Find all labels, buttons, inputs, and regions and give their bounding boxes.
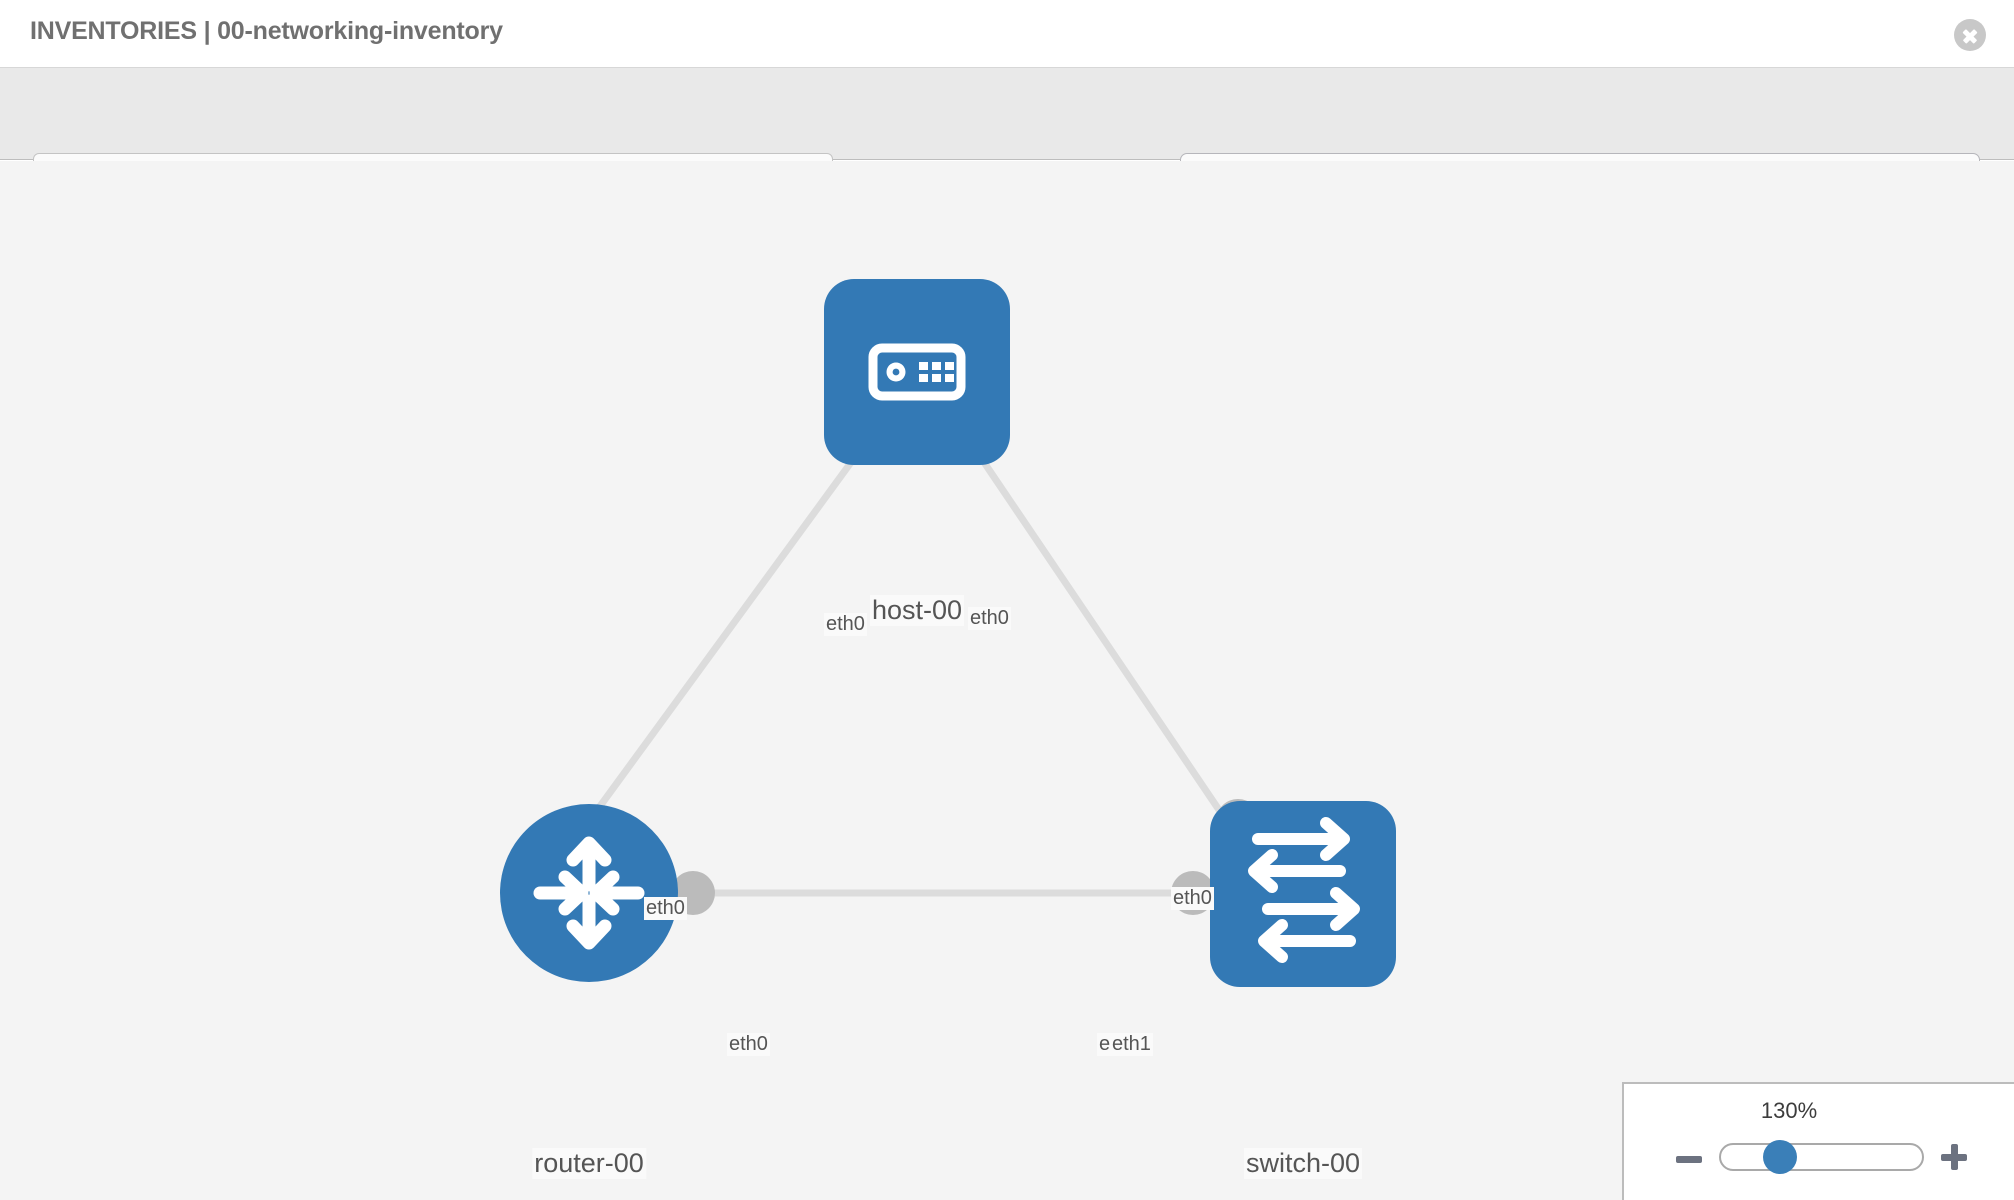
topology-canvas[interactable]: eth0 eth0 eth0 eth0 eth0 eth0 eth1 host-… (0, 161, 2014, 1200)
node-switch-00 (1210, 801, 1396, 987)
zoom-slider-thumb[interactable] (1763, 1140, 1797, 1174)
toolbar: ACTIONS SEARCH (0, 68, 2014, 205)
page-title: INVENTORIES | 00-networking-inventory (30, 17, 503, 45)
zoom-control-panel: 130% (1622, 1082, 2014, 1200)
node-label-router-00: router-00 (532, 1148, 646, 1179)
link-label-router-up-eth: eth0 (644, 897, 687, 920)
link-host-switch (945, 407, 1243, 843)
close-icon[interactable] (1954, 19, 1986, 51)
link-label-host-left-eth: eth0 (824, 613, 867, 636)
link-host-router (557, 406, 893, 864)
node-label-host-00: host-00 (869, 595, 965, 626)
node-host-00 (824, 279, 1010, 465)
minus-icon[interactable] (1676, 1156, 1702, 1163)
page-header: INVENTORIES | 00-networking-inventory (0, 0, 2014, 68)
link-label-host-right-eth: eth0 (968, 607, 1011, 630)
zoom-level-value: 130% (1760, 1098, 1818, 1123)
link-label-router-right-eth: eth0 (727, 1033, 770, 1056)
plus-icon[interactable] (1941, 1144, 1967, 1170)
node-router-00 (500, 804, 678, 982)
node-label-switch-00: switch-00 (1243, 1148, 1363, 1179)
link-label-switch-up-eth: eth0 (1171, 887, 1214, 910)
topology-graph (500, 279, 1396, 987)
link-label-switch-left-eth: eth1 (1110, 1033, 1153, 1056)
zoom-slider[interactable] (1719, 1143, 1924, 1171)
